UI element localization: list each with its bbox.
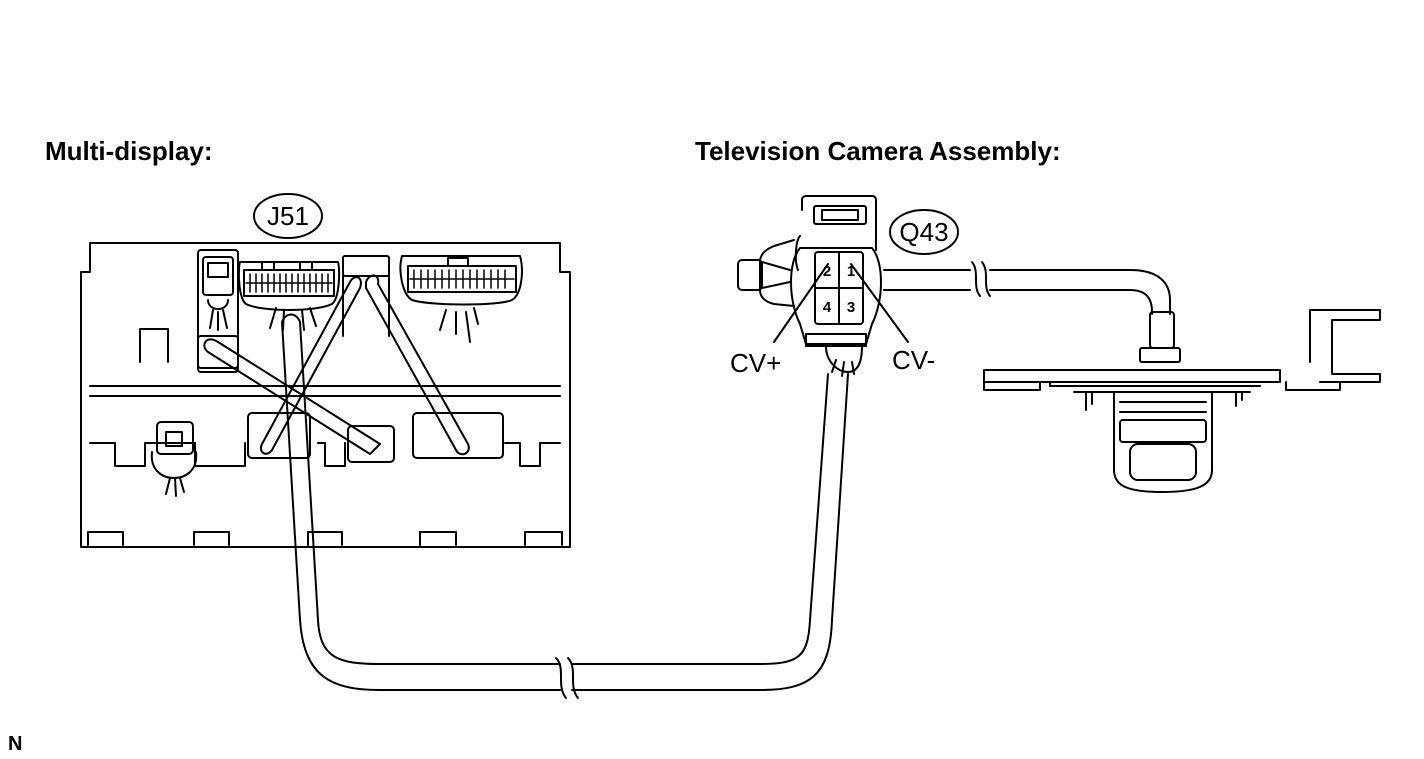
camera-lens-housing (1113, 391, 1213, 493)
terminal-2-label: 2 (823, 263, 831, 280)
j51-label: J51 (267, 201, 309, 231)
multi-display-outline (80, 242, 571, 548)
q43-connector-body (790, 247, 882, 345)
q43-callout: Q43 (889, 209, 959, 255)
cv-plus-leader (773, 263, 829, 343)
corner-code: N (8, 733, 22, 755)
internal-wire-c (365, 274, 470, 456)
camera-wire-break (971, 261, 991, 297)
camera-bracket (1309, 309, 1381, 383)
j51-terminal-row (245, 273, 333, 293)
cv-minus-leader (850, 263, 909, 343)
j51-callout: J51 (253, 193, 323, 239)
terminal-4-label: 4 (823, 299, 832, 316)
q43-label: Q43 (899, 217, 948, 247)
camera-heading: Television Camera Assembly: (695, 136, 1061, 166)
main-harness (281, 321, 849, 691)
multi-display-heading: Multi-display: (45, 136, 213, 166)
terminal-1-label: 1 (847, 263, 855, 280)
j51-connector-body (237, 261, 341, 311)
cv-minus-label: CV- (892, 345, 935, 375)
internal-wire-b (260, 276, 362, 455)
cv-plus-label: CV+ (730, 348, 781, 378)
harness-break-bottom (555, 657, 579, 699)
terminal-3-label: 3 (847, 299, 855, 316)
